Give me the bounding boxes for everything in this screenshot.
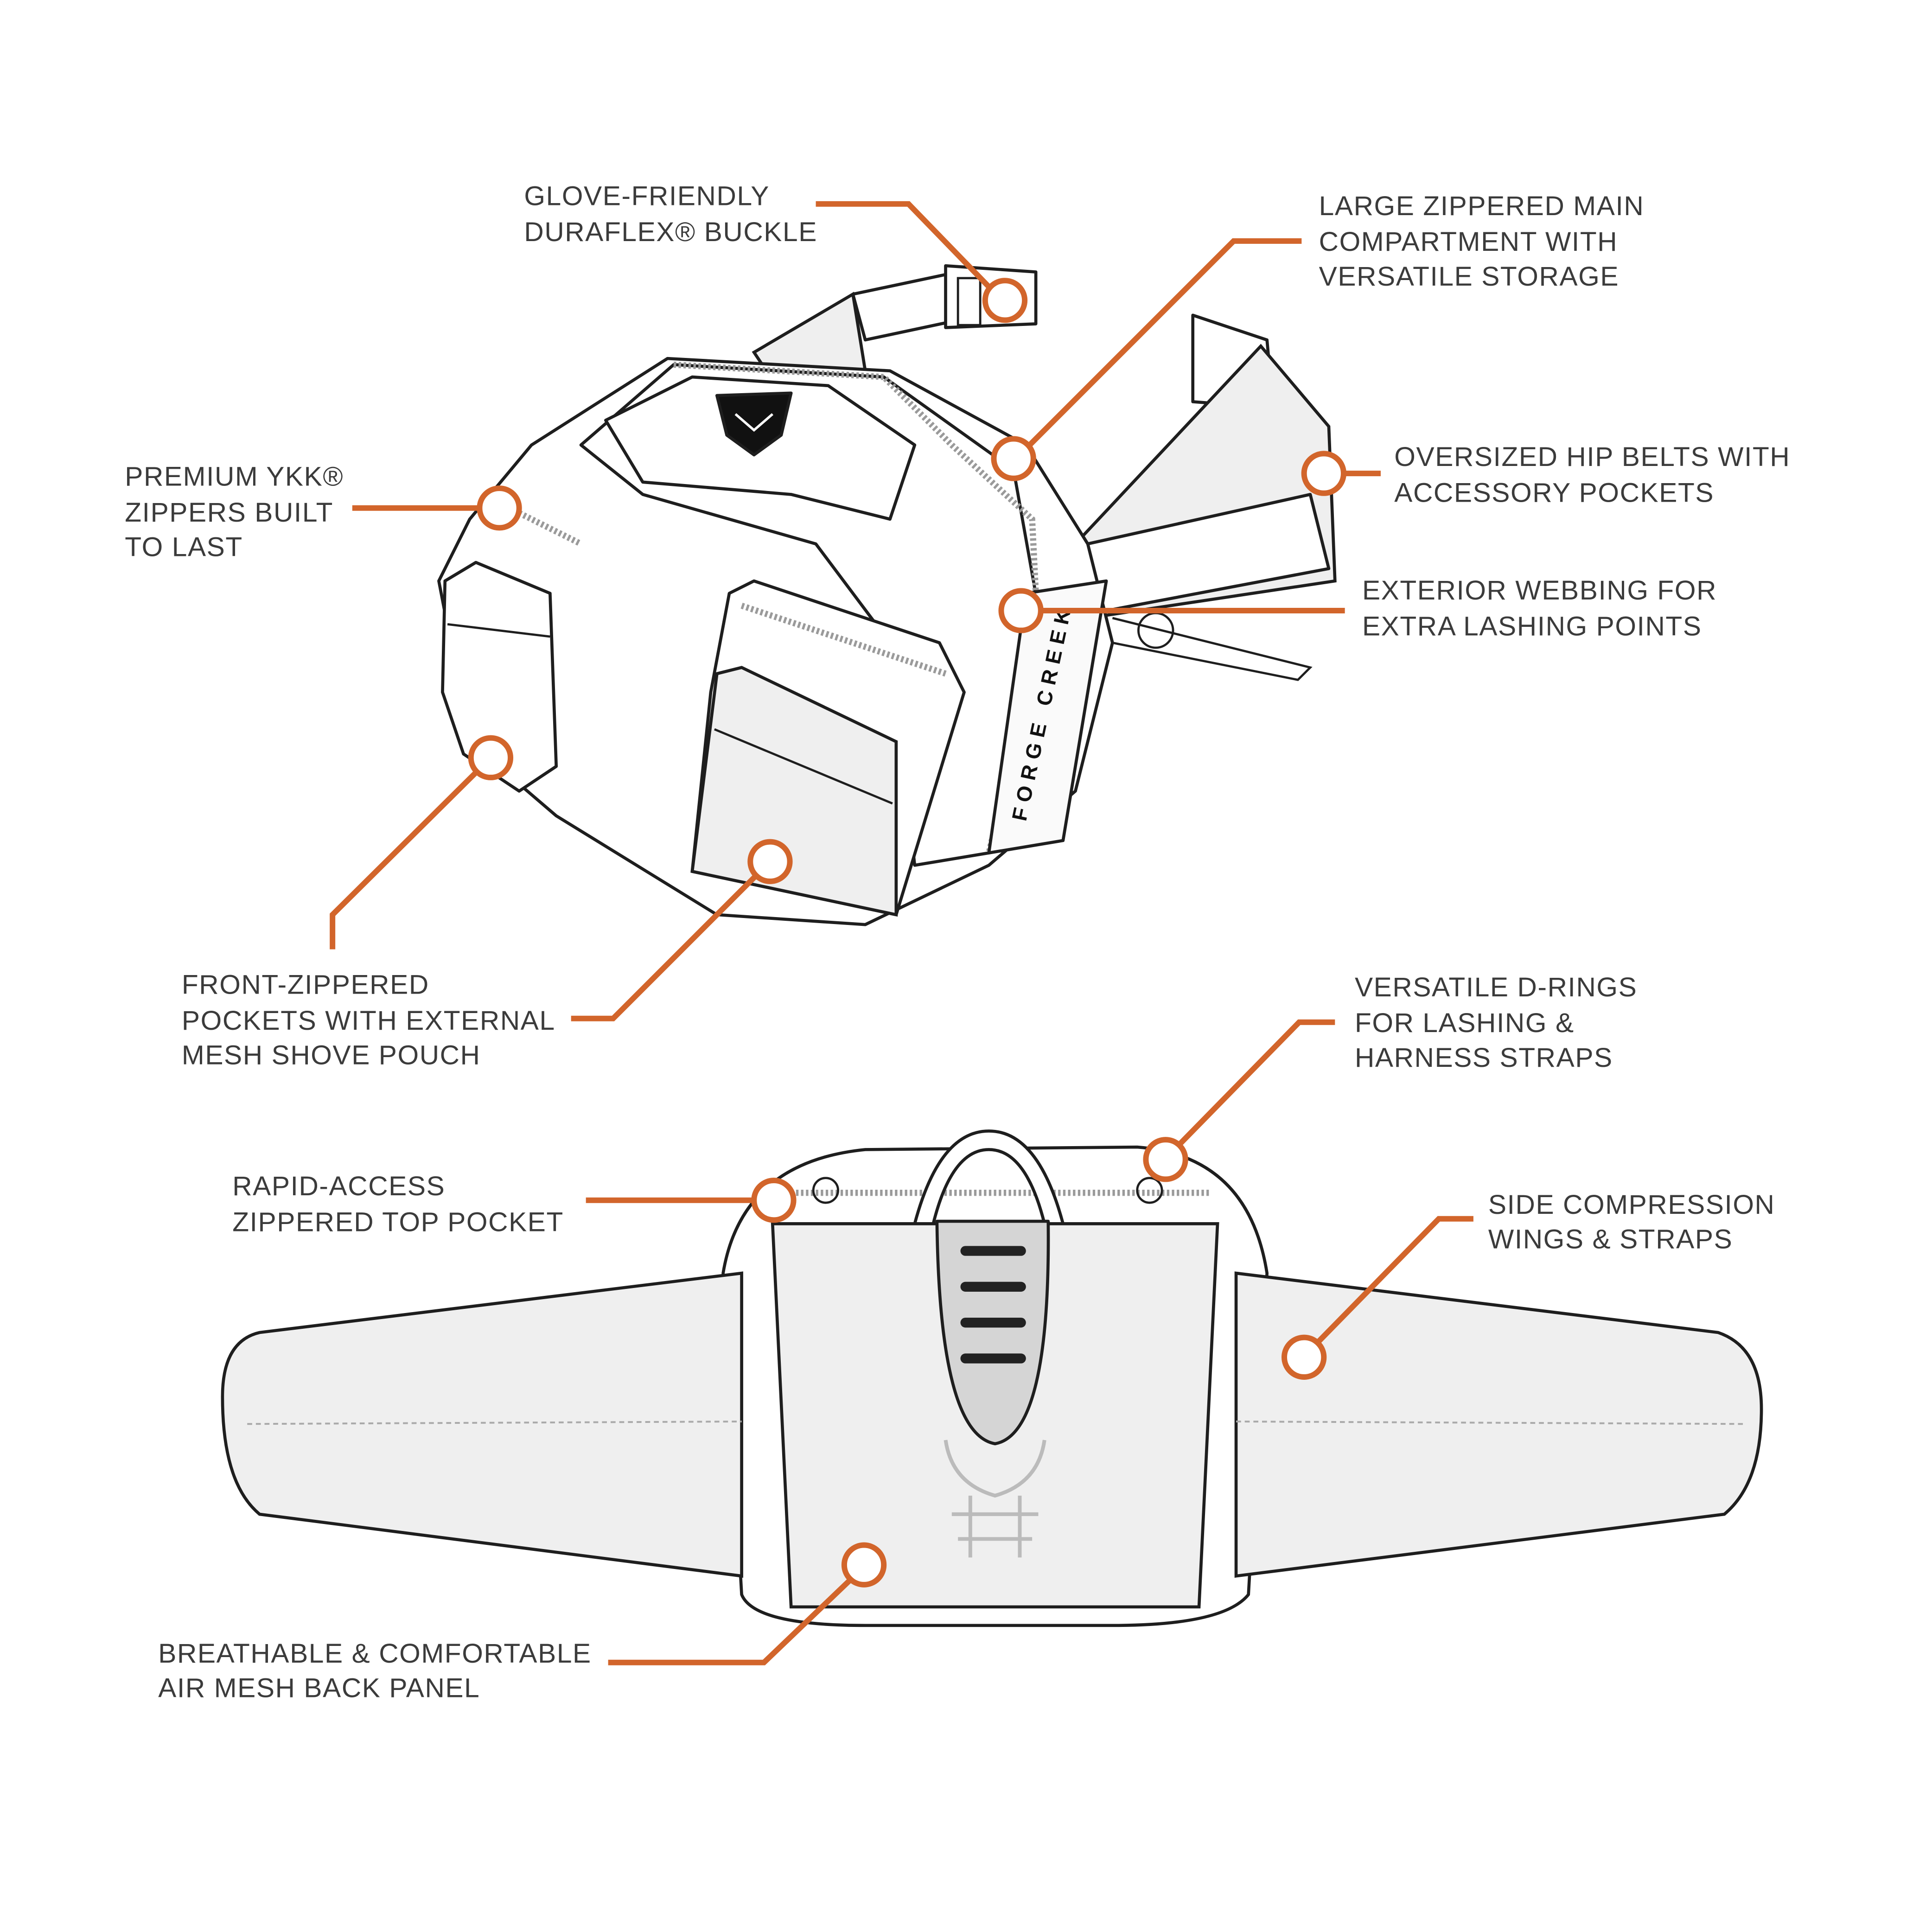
d-ring-right [1136,1177,1163,1204]
bag-back-illustration [221,1129,1763,1627]
callout-top-pocket: RAPID-ACCESS ZIPPERED TOP POCKET [232,1171,797,1237]
side-zipper [517,510,583,547]
callout-label: WINGS & STRAPS [1488,1224,1733,1255]
callout-label: MESH SHOVE POUCH [182,1040,481,1070]
callout-label: TO LAST [125,532,243,562]
callout-main-compartment: LARGE ZIPPERED MAIN COMPARTMENT WITH VER… [991,191,1645,481]
callout-label: LARGE ZIPPERED MAIN [1319,191,1645,221]
callout-label: ACCESSORY POCKETS [1394,478,1714,508]
callout-label: FOR LASHING & [1355,1008,1575,1038]
side-d-ring [1137,612,1174,649]
callout-hip-belts: OVERSIZED HIP BELTS WITH ACCESSORY POCKE… [1301,442,1790,508]
callout-label: FRONT-ZIPPERED [182,969,429,1000]
callout-marker [982,278,1028,323]
callout-label: RAPID-ACCESS [232,1171,445,1201]
loose-strap [1112,617,1313,681]
callout-label: EXTRA LASHING POINTS [1362,611,1702,641]
callout-zippers: PREMIUM YKK® ZIPPERS BUILT TO LAST [125,462,522,562]
callout-label: SIDE COMPRESSION [1488,1190,1775,1220]
callout-back-panel: BREATHABLE & COMFORTABLE AIR MESH BACK P… [158,1542,887,1703]
callout-label: PREMIUM YKK® [125,462,344,492]
callout-label: OVERSIZED HIP BELTS WITH [1394,442,1790,472]
callout-label: BREATHABLE & COMFORTABLE [158,1639,592,1669]
callout-d-rings: VERSATILE D-RINGS FOR LASHING & HARNESS … [1143,972,1637,1182]
webbing-strap [987,579,1108,854]
callout-front-pockets: FRONT-ZIPPERED POCKETS WITH EXTERNAL MES… [182,735,793,1070]
center-lumbar-pad [935,1219,1050,1446]
callout-label: COMPARTMENT WITH [1319,227,1618,257]
right-hip-wing [1234,1271,1763,1578]
callout-label: ZIPPERED TOP POCKET [232,1207,564,1237]
d-ring-left [812,1177,839,1204]
callout-label: ZIPPERS BUILT [125,497,333,528]
bag-front-illustration: FORGE CREEK [437,264,1337,926]
callout-buckle: GLOVE-FRIENDLY DURAFLEX® BUCKLE [524,181,1028,323]
callout-label: VERSATILE STORAGE [1319,261,1619,292]
callout-label: AIR MESH BACK PANEL [158,1673,480,1703]
callout-label: HARNESS STRAPS [1355,1043,1613,1073]
buckle-slot [956,277,982,326]
callout-label: DURAFLEX® BUCKLE [524,217,817,247]
callout-webbing: EXTERIOR WEBBING FOR EXTRA LASHING POINT… [998,575,1717,641]
vent-slots [960,1246,1026,1364]
callout-compression: SIDE COMPRESSION WINGS & STRAPS [1282,1190,1775,1380]
callout-label: EXTERIOR WEBBING FOR [1362,575,1717,606]
front-pocket-zipper [740,603,947,677]
mesh-shove-pouch [690,666,898,917]
callout-label: POCKETS WITH EXTERNAL [182,1006,555,1036]
logo-emblem-icon [944,1440,1046,1558]
callout-label: GLOVE-FRIENDLY [524,181,770,211]
callout-label: VERSATILE D-RINGS [1355,972,1637,1002]
side-pocket [441,561,558,793]
left-hip-wing [221,1271,743,1578]
logo-shield-icon [715,391,793,457]
